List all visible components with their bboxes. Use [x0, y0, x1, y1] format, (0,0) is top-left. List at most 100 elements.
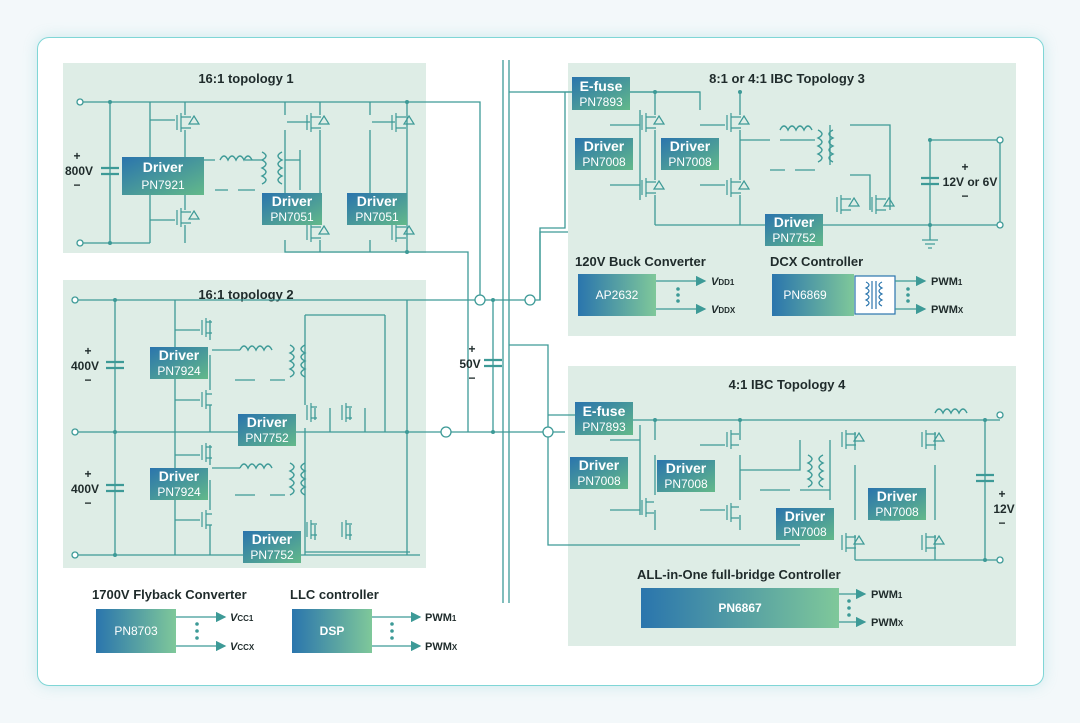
driver-box: Driver PN7921: [122, 157, 204, 195]
driver-part: PN7921: [141, 178, 185, 192]
dcx-title: DCX Controller: [770, 254, 863, 269]
buck-chip-label: AP2632: [596, 288, 639, 302]
llc-pwmx-label: PWMX: [425, 641, 458, 653]
driver-part: PN7924: [157, 364, 201, 378]
flyback-chip: [96, 609, 176, 653]
panel-title-4: 4:1 IBC Topology 4: [729, 377, 847, 392]
svg-text:−: −: [84, 496, 91, 510]
buck-title: 120V Buck Converter: [575, 254, 706, 269]
llc-arrows: [372, 611, 422, 652]
efuse-box: E-fuse PN7893: [575, 402, 633, 435]
svg-text:−: −: [73, 178, 80, 192]
driver-part: PN7752: [250, 548, 294, 562]
driver-box: Driver PN7924: [150, 347, 208, 379]
svg-text:+: +: [998, 487, 1005, 501]
panel-title-1: 16:1 topology 1: [198, 71, 293, 86]
vcc1-label: VCC1: [230, 612, 254, 624]
ground-icon: [922, 239, 938, 249]
flyback-title: 1700V Flyback Converter: [92, 587, 247, 602]
driver-box: Driver PN7008: [661, 138, 719, 170]
dcx-chip: [772, 274, 854, 316]
driver-box: Driver PN7008: [570, 457, 628, 489]
driver-part: PN7752: [245, 431, 289, 445]
driver-part: PN7008: [664, 477, 708, 491]
driver-label: Driver: [774, 214, 815, 230]
aio-chip: [641, 588, 839, 628]
llc-title: LLC controller: [290, 587, 379, 602]
capacitors: [101, 166, 994, 493]
svg-text:+: +: [73, 149, 80, 163]
svg-text:+: +: [84, 467, 91, 481]
svg-text:+: +: [84, 344, 91, 358]
dcx-chip-label: PN6869: [783, 288, 827, 302]
flyback-arrows: [176, 611, 227, 652]
driver-part: PN7008: [582, 155, 626, 169]
efuse-label: E-fuse: [583, 403, 626, 419]
svg-text:+: +: [961, 160, 968, 174]
svg-text:−: −: [998, 516, 1005, 530]
voltage-50v: 50V: [459, 357, 480, 371]
driver-box: Driver PN7008: [776, 508, 834, 540]
driver-label: Driver: [143, 159, 184, 175]
driver-label: Driver: [579, 457, 620, 473]
driver-part: PN7924: [157, 485, 201, 499]
voltage-12v-or-6v: 12V or 6V: [943, 175, 998, 189]
svg-text:+: +: [468, 342, 475, 356]
driver-label: Driver: [785, 508, 826, 524]
driver-label: Driver: [584, 138, 625, 154]
llc-chip-label: DSP: [320, 624, 345, 638]
panel-title-3: 8:1 or 4:1 IBC Topology 3: [709, 71, 865, 86]
driver-part: PN7008: [668, 155, 712, 169]
aio-pwmx-label: PWMX: [871, 617, 904, 629]
panel-title-2: 16:1 topology 2: [198, 287, 293, 302]
voltage-labels: + 800V − + 400V − + 400V − + 50V − + 12V…: [65, 149, 1015, 530]
aio-title: ALL-in-One full-bridge Controller: [637, 567, 841, 582]
driver-part: PN7008: [783, 525, 827, 539]
svg-text:−: −: [961, 189, 968, 203]
driver-label: Driver: [247, 414, 288, 430]
terminals: [71, 98, 1004, 564]
driver-box: Driver PN7752: [238, 414, 296, 446]
driver-label: Driver: [877, 488, 918, 504]
driver-box: Driver PN7752: [243, 531, 301, 563]
efuse-part: PN7893: [579, 95, 623, 109]
ellipsis-dots: [676, 287, 680, 303]
aio-pwm1-label: PWM1: [871, 589, 903, 601]
voltage-12v: 12V: [993, 502, 1014, 516]
dcx-pwmx-label: PWMX: [931, 304, 964, 316]
driver-part: PN7008: [577, 474, 621, 488]
driver-label: Driver: [357, 193, 398, 209]
ellipsis-dots: [847, 599, 851, 617]
driver-box: Driver PN7051: [262, 193, 322, 225]
svg-text:−: −: [468, 371, 475, 385]
mosfets: [176, 113, 946, 552]
voltage-800v: 800V: [65, 164, 93, 178]
driver-part: PN7008: [875, 505, 919, 519]
efuse-part: PN7893: [582, 420, 626, 434]
aio-chip-label: PN6867: [718, 601, 762, 615]
vdd1-label: VDD1: [711, 276, 735, 288]
ellipsis-dots: [906, 287, 910, 303]
driver-label: Driver: [272, 193, 313, 209]
ellipsis-dots: [390, 622, 394, 640]
driver-box: Driver PN7008: [575, 138, 633, 170]
driver-box: Driver PN7008: [657, 460, 715, 492]
aio-arrows: [839, 588, 867, 628]
driver-label: Driver: [159, 347, 200, 363]
dcx-pwm1-label: PWM1: [931, 276, 963, 288]
driver-label: Driver: [159, 468, 200, 484]
driver-label: Driver: [252, 531, 293, 547]
buck-arrows: [656, 275, 707, 315]
vddx-label: VDDX: [711, 304, 736, 316]
driver-part: PN7051: [355, 210, 399, 224]
inductors: [219, 125, 968, 496]
buck-chip: [578, 274, 656, 316]
flyback-chip-label: PN8703: [114, 624, 158, 638]
isolation-transformer-icon: [854, 275, 896, 315]
dcx-arrows: [895, 275, 927, 315]
driver-part: PN7752: [772, 231, 816, 245]
driver-box: Driver PN7051: [347, 193, 407, 225]
efuse-label: E-fuse: [580, 78, 623, 94]
driver-box: Driver PN7924: [150, 468, 208, 500]
